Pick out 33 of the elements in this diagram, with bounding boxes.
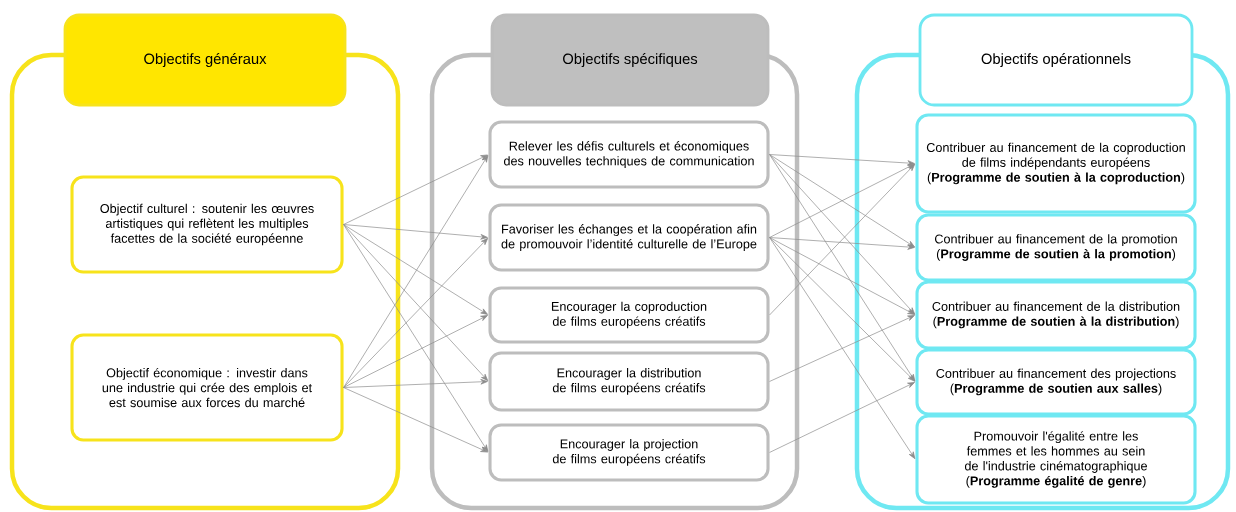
arrow bbox=[343, 155, 489, 388]
arrow bbox=[769, 237, 915, 315]
arrow bbox=[769, 154, 916, 382]
arrow bbox=[769, 237, 916, 459]
arrow bbox=[343, 379, 488, 388]
arrow bbox=[769, 154, 915, 248]
objective-box: Encourager la coproduction de films européens créatifs bbox=[488, 286, 770, 344]
arrow bbox=[343, 224, 488, 240]
objective-box: Objectif économique : investir dans une industrie qui crée des emplois et est soumise aux forces du marché bbox=[70, 333, 344, 442]
arrow bbox=[769, 237, 915, 250]
arrow bbox=[343, 224, 488, 315]
arrow bbox=[769, 382, 915, 453]
objective-box: Favoriser les échanges et la coopération afin de promouvoir l’identité culturelle de l’Europe bbox=[488, 203, 770, 272]
objective-box: Relever les défis culturels et économiques des nouvelles techniques de communication bbox=[488, 120, 770, 189]
arrow bbox=[769, 237, 916, 382]
objective-box: Contribuer au financement de la promotion (Programme de soutien à la promotion) bbox=[915, 213, 1197, 282]
objective-box: Contribuer au financement de la distribution (Programme de soutien à la distribution) bbox=[915, 280, 1197, 350]
header-box: Objectifs opérationnels bbox=[918, 13, 1194, 107]
objective-box: Contribuer au financement des projections (Programme de soutien aux salles) bbox=[915, 348, 1197, 416]
arrow bbox=[343, 224, 489, 452]
objective-box: Encourager la projection de films européens créatifs bbox=[488, 423, 770, 482]
objective-box: Objectif culturel : soutenir les œuvres artistiques qui reflètent les multiples facettes de la société européenne bbox=[70, 175, 344, 274]
arrow bbox=[343, 154, 488, 225]
arrow bbox=[769, 163, 915, 238]
objective-box: Encourager la distribution de films européens créatifs bbox=[488, 351, 770, 412]
objective-box: Contribuer au financement de la coproduction de films indépendants européens (Programme de soutien à la coproduction) bbox=[915, 113, 1197, 214]
arrow bbox=[769, 315, 915, 382]
arrow bbox=[343, 315, 488, 388]
header-box: Objectifs généraux bbox=[63, 13, 347, 107]
arrow bbox=[343, 387, 488, 453]
objective-box: Promouvoir l'égalité entre les femmes et les hommes au sein de l'industrie cinématographique (Programme égalité de genre) bbox=[915, 414, 1197, 505]
header-box: Objectifs spécifiques bbox=[490, 13, 770, 107]
arrow bbox=[769, 154, 915, 166]
